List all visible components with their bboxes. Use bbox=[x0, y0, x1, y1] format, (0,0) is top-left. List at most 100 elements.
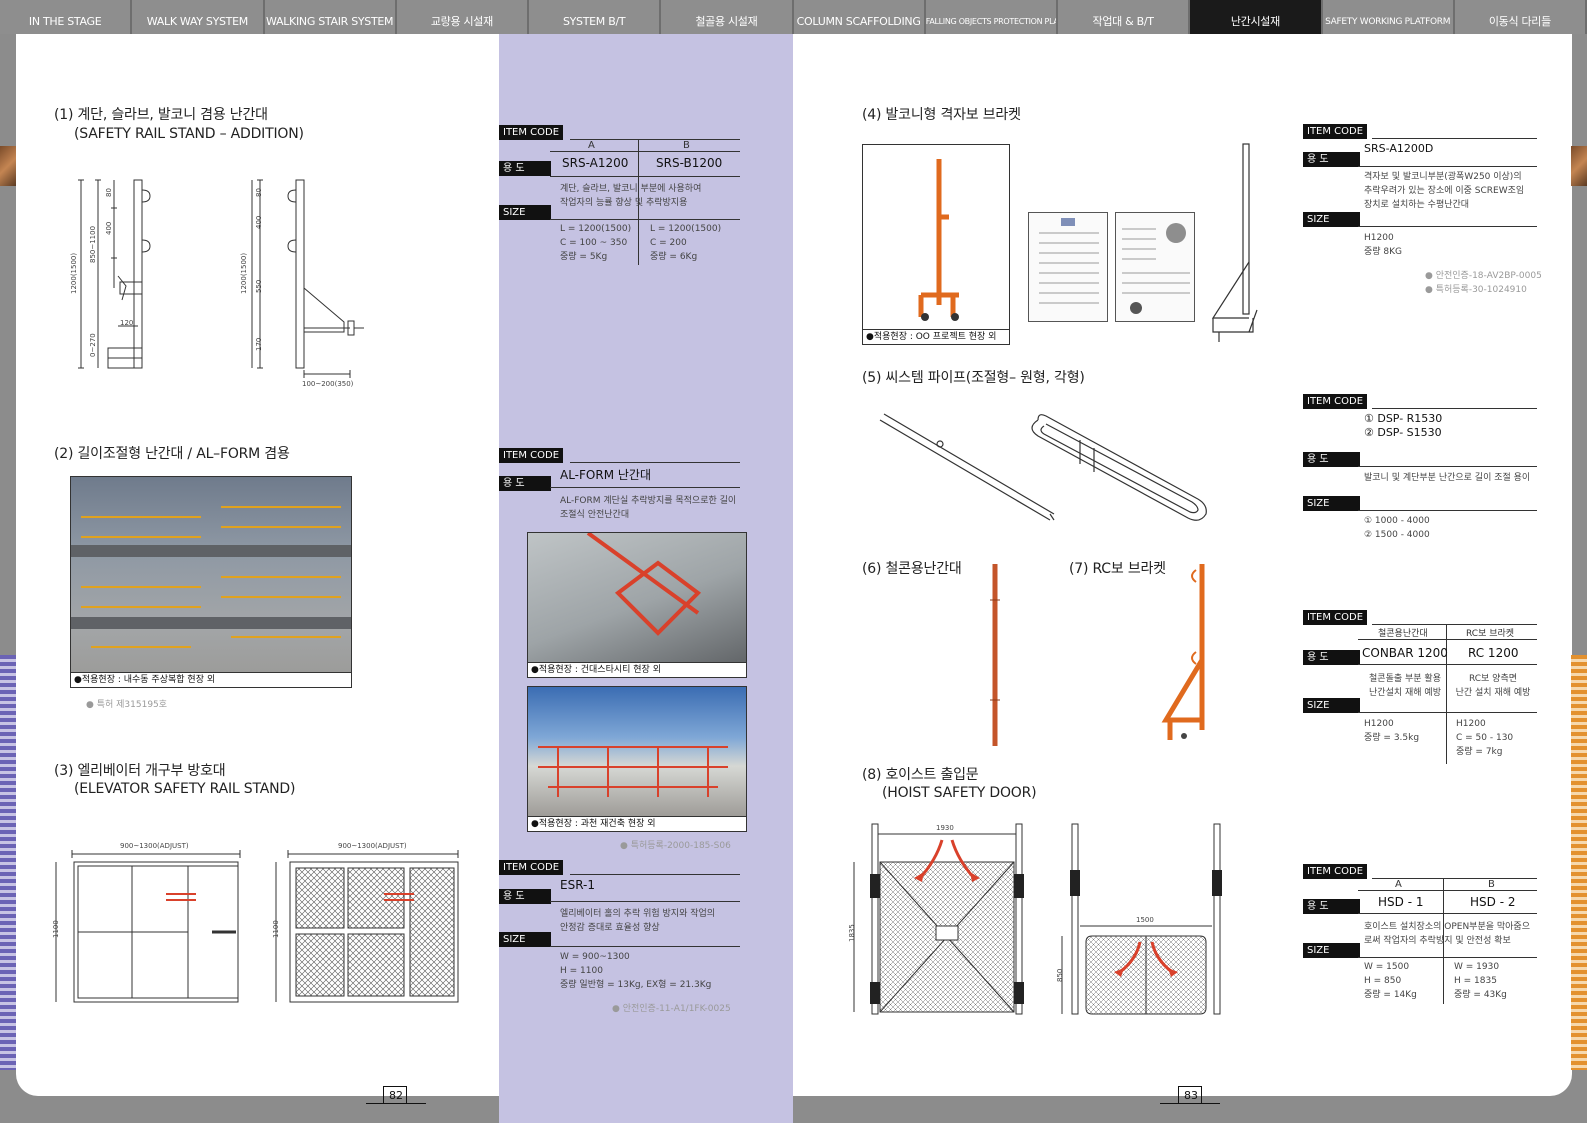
right-edge-photo bbox=[1571, 146, 1587, 186]
alform-site-photo: ●적용현장 : 내수동 주상복합 현장 외 bbox=[70, 476, 352, 688]
section-7-title: (7) RC보 브라켓 bbox=[1069, 561, 1166, 577]
divider bbox=[1358, 913, 1537, 914]
divider bbox=[1446, 624, 1447, 764]
item-code-label-4: ITEM CODE bbox=[1303, 124, 1368, 139]
alform-site-caption: ●적용현장 : 내수동 주상복합 현장 외 bbox=[71, 672, 351, 687]
alform-stair-caption: ●적용현장 : 건대스타시티 현장 외 bbox=[528, 662, 746, 677]
col-b-header-6: RC보 브라켓 bbox=[1466, 629, 1515, 639]
size-text-b-1: L = 1200(1500) C = 200 중량 = 6Kg bbox=[650, 224, 722, 262]
size-label-1: SIZE bbox=[499, 205, 551, 220]
balcony-bracket-caption: ●적용현장 : OO 프로젝트 현장 외 bbox=[863, 329, 1009, 344]
size-label-8: SIZE bbox=[1303, 943, 1360, 958]
dim-height-elev-b: 1100 bbox=[272, 920, 280, 938]
page-number-box-right bbox=[1178, 1086, 1202, 1103]
cert-note-4b: ● 특허등록-30-1024910 bbox=[1425, 285, 1527, 295]
item-code-5a: ① DSP- R1530 bbox=[1364, 412, 1443, 425]
divider bbox=[1358, 466, 1537, 467]
divider bbox=[1372, 408, 1537, 409]
item-code-b-1: SRS-B1200 bbox=[656, 156, 723, 170]
conbar-post-drawing bbox=[990, 564, 1000, 746]
divider bbox=[1358, 712, 1537, 713]
tab-walking-stair-system[interactable]: WALKING STAIR SYSTEM bbox=[264, 0, 397, 34]
divider bbox=[1358, 510, 1537, 511]
section-4-title: (4) 발코니형 격자보 브라켓 bbox=[862, 107, 1021, 123]
dim-width-elev-b: 900~1300(ADJUST) bbox=[338, 842, 407, 850]
size-text-5: ① 1000 - 4000 ② 1500 - 4000 bbox=[1364, 516, 1430, 540]
tab-walk-way-system[interactable]: WALK WAY SYSTEM bbox=[132, 0, 265, 34]
use-label-6: 용 도 bbox=[1303, 650, 1360, 665]
tab-work-platform-bt[interactable]: 작업대 & B/T bbox=[1058, 0, 1191, 34]
left-edge-photo bbox=[0, 146, 16, 186]
alform-roof-photo: ●적용현장 : 과천 재건축 현장 외 bbox=[527, 686, 747, 832]
tab-falling-objects[interactable]: FALLING OBJECTS PROTECTION PLATFORM bbox=[925, 0, 1058, 34]
tab-steel-equipment[interactable]: 철골용 시설재 bbox=[661, 0, 794, 34]
divider bbox=[1358, 664, 1537, 665]
tab-column-scaffolding[interactable]: COLUMN SCAFFOLDING bbox=[793, 0, 926, 34]
tab-railing-equipment[interactable]: 난간시설재 bbox=[1190, 0, 1323, 34]
divider bbox=[550, 151, 740, 152]
divider bbox=[1372, 878, 1537, 879]
use-text-6b: RC보 양측면 난간 설치 재해 예방 bbox=[1455, 674, 1531, 698]
use-text-8: 호이스트 설치장소의 OPEN부분을 막아줌으 로써 작업자의 추락방지 및 안… bbox=[1364, 922, 1530, 946]
category-tab-bar: IN THE STAGE WALK WAY SYSTEM WALKING STA… bbox=[0, 0, 1587, 34]
dim-width-b: 100~200(350) bbox=[302, 380, 354, 388]
dim-hoist-a-height: 1835 bbox=[848, 924, 856, 942]
cert-note-3: ● 안전인증-11-A1/1FK-0025 bbox=[612, 1004, 731, 1014]
rc-bracket-drawing bbox=[1161, 564, 1205, 740]
page-number-box-left bbox=[383, 1086, 407, 1103]
divider bbox=[550, 901, 740, 902]
dim-total-b: 1200(1500) bbox=[240, 253, 248, 294]
size-text-a-1: L = 1200(1500) C = 100 ~ 350 중량 = 5Kg bbox=[560, 224, 632, 262]
left-edge-stripe bbox=[0, 655, 16, 1070]
page-number-right: 83 bbox=[1184, 1089, 1198, 1102]
use-label-5: 용 도 bbox=[1303, 452, 1360, 467]
tab-in-the-stage[interactable]: IN THE STAGE bbox=[0, 0, 133, 34]
elevator-rail-drawing-a: 900~1300(ADJUST) 1100 bbox=[52, 842, 241, 1003]
item-code-label-3: ITEM CODE bbox=[499, 860, 564, 875]
hoist-door-drawing-a: 1930 1835 bbox=[848, 823, 1024, 1015]
elevator-rail-drawing-b: 900~1300(ADJUST) 1100 bbox=[272, 842, 459, 1003]
dim-hoist-b-width: 1500 bbox=[1136, 916, 1154, 924]
dim-hoist-b-height: 850 bbox=[1056, 969, 1064, 982]
col-a-header-8: A bbox=[1395, 879, 1402, 890]
dim-550-b: 550 bbox=[255, 280, 263, 293]
bracket-frame-drawing bbox=[1211, 143, 1258, 342]
tab-system-bt[interactable]: SYSTEM B/T bbox=[529, 0, 662, 34]
divider bbox=[1372, 138, 1537, 139]
size-label-4: SIZE bbox=[1303, 212, 1360, 227]
tab-mobile-ladders[interactable]: 이동식 다리들 bbox=[1454, 0, 1587, 34]
section-8-subtitle: (HOIST SAFETY DOOR) bbox=[882, 785, 1037, 801]
alform-roof-caption: ●적용현장 : 과천 재건축 현장 외 bbox=[528, 816, 746, 831]
section-1-subtitle: (SAFETY RAIL STAND – ADDITION) bbox=[74, 126, 304, 142]
size-label-6: SIZE bbox=[1303, 698, 1360, 713]
tab-bridge-equipment[interactable]: 교량용 시설재 bbox=[396, 0, 529, 34]
divider bbox=[1358, 226, 1537, 227]
dim-width-elev-a: 900~1300(ADJUST) bbox=[120, 842, 189, 850]
system-pipe-drawing bbox=[879, 413, 1207, 521]
use-text-6a: 철콘돌출 부분 활용 난간설치 재해 예방 bbox=[1369, 674, 1441, 698]
use-text-3: 엘리베이터 홀의 추락 위험 방지와 작업의 안정감 증대로 효율성 향상 bbox=[560, 909, 716, 933]
dim-bot-a: 0~270 bbox=[89, 333, 97, 357]
use-label-8: 용 도 bbox=[1303, 899, 1360, 914]
use-text-5: 발코니 및 계단부분 난간으로 길이 조절 용이 bbox=[1364, 473, 1531, 483]
section-8-title: (8) 호이스트 출입문 bbox=[862, 767, 979, 783]
section-2-title: (2) 길이조절형 난간대 / AL–FORM 겸용 bbox=[54, 446, 290, 462]
item-code-5b: ② DSP- S1530 bbox=[1364, 426, 1442, 439]
divider bbox=[1443, 878, 1444, 1004]
size-label-5: SIZE bbox=[1303, 496, 1360, 511]
size-text-6b: H1200 C = 50 - 130 중량 = 7kg bbox=[1456, 719, 1514, 757]
item-code-8a: HSD - 1 bbox=[1378, 895, 1424, 909]
size-text-4: H1200 중량 8KG bbox=[1364, 233, 1403, 257]
item-code-label-1: ITEM CODE bbox=[499, 125, 564, 140]
size-text-3: W = 900~1300 H = 1100 중량 일반형 = 13Kg, EX형… bbox=[560, 952, 712, 990]
dim-top-b: 80 bbox=[255, 188, 263, 197]
dim-120-a: 120 bbox=[120, 319, 133, 327]
divider bbox=[550, 176, 740, 177]
divider bbox=[1372, 624, 1537, 625]
tab-safety-working-platform[interactable]: SAFETY WORKING PLATFORM bbox=[1322, 0, 1455, 34]
item-code-6b: RC 1200 bbox=[1468, 646, 1519, 660]
alform-stair-photo: ●적용현장 : 건대스타시티 현장 외 bbox=[527, 532, 747, 678]
section-3-subtitle: (ELEVATOR SAFETY RAIL STAND) bbox=[74, 781, 296, 797]
divider bbox=[1358, 890, 1537, 891]
dim-hoist-a-width: 1930 bbox=[936, 824, 954, 832]
